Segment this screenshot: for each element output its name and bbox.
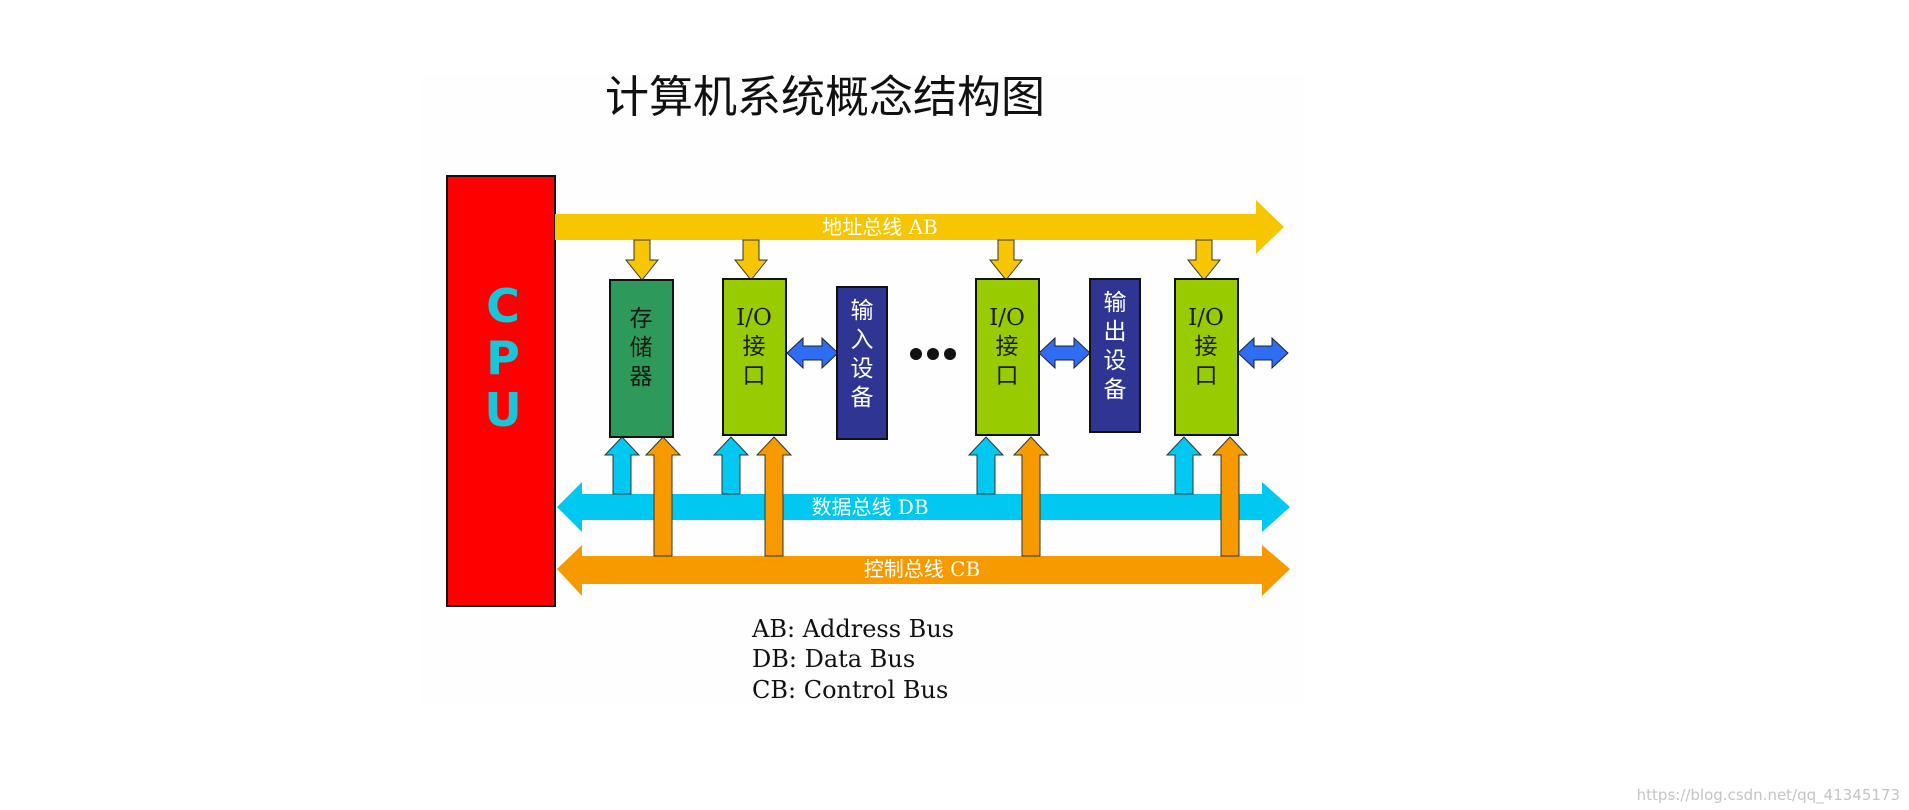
watermark: https://blog.csdn.net/qq_41345173 bbox=[1637, 786, 1900, 805]
address-down-arrow-io-3 bbox=[1186, 239, 1222, 281]
data-up-arrow-io-1 bbox=[712, 436, 750, 495]
data-up-arrow-io-2 bbox=[967, 436, 1005, 495]
io-2-label-3: 口 bbox=[996, 363, 1019, 389]
output-device-block bbox=[1089, 278, 1141, 433]
io-3-label-3: 口 bbox=[1195, 363, 1218, 389]
cpu-block bbox=[446, 175, 556, 607]
address-down-arrow-storage bbox=[624, 239, 660, 281]
io-interface-block-3 bbox=[1174, 278, 1239, 436]
legend-control-bus: CB: Control Bus bbox=[752, 676, 948, 704]
data-bus-label: 数据总线 DB bbox=[811, 495, 928, 519]
control-up-arrow-io-3 bbox=[1211, 436, 1249, 557]
address-down-arrow-io-1 bbox=[733, 239, 769, 281]
input-device-block bbox=[836, 286, 888, 440]
output-device-label-4: 备 bbox=[1104, 377, 1127, 403]
output-device-label-1: 输 bbox=[1104, 290, 1127, 316]
control-up-arrow-io-1 bbox=[755, 436, 793, 557]
control-bus-label: 控制总线 CB bbox=[864, 557, 980, 581]
io-interface-block-1 bbox=[722, 278, 787, 436]
io-1-label-3: 口 bbox=[743, 363, 766, 389]
input-device-label-4: 备 bbox=[851, 385, 874, 411]
address-bus-arrow bbox=[555, 200, 1284, 254]
diagram-title: 计算机系统概念结构图 bbox=[605, 72, 1045, 123]
storage-label-3: 器 bbox=[630, 364, 653, 390]
io-3-label-1: I/O bbox=[1188, 305, 1224, 331]
storage-block bbox=[609, 279, 674, 438]
input-device-label-3: 设 bbox=[851, 356, 874, 382]
io-2-label-1: I/O bbox=[989, 305, 1025, 331]
legend-address-bus: AB: Address Bus bbox=[751, 615, 954, 643]
cpu-letter-p: P bbox=[486, 331, 520, 385]
output-device-label-3: 设 bbox=[1104, 348, 1127, 374]
ellipsis-dot-3 bbox=[944, 348, 956, 360]
ellipsis-dot-1 bbox=[910, 348, 922, 360]
address-bus-label: 地址总线 AB bbox=[822, 215, 938, 239]
address-down-arrow-io-2 bbox=[988, 239, 1024, 281]
legend-data-bus: DB: Data Bus bbox=[752, 645, 915, 673]
io-interface-block-2 bbox=[975, 278, 1040, 436]
io-2-label-2: 接 bbox=[996, 334, 1019, 360]
input-device-label-1: 输 bbox=[851, 298, 874, 324]
control-up-arrow-storage bbox=[644, 436, 682, 557]
ellipsis-dot-2 bbox=[927, 348, 939, 360]
cpu-letter-c: C bbox=[486, 279, 520, 333]
data-up-arrow-io-3 bbox=[1165, 436, 1203, 495]
output-device-label-2: 出 bbox=[1104, 319, 1127, 345]
io-1-label-1: I/O bbox=[736, 305, 772, 331]
data-up-arrow-storage bbox=[603, 436, 641, 495]
control-bus-arrow bbox=[557, 545, 1290, 596]
input-device-label-2: 入 bbox=[851, 327, 874, 353]
cpu-letter-u: U bbox=[484, 383, 521, 437]
storage-label-1: 存 bbox=[630, 306, 653, 332]
io-link-arrow-3 bbox=[1237, 336, 1289, 370]
io-3-label-2: 接 bbox=[1195, 334, 1218, 360]
control-up-arrow-io-2 bbox=[1012, 436, 1050, 557]
storage-label-2: 储 bbox=[630, 335, 653, 361]
io-1-label-2: 接 bbox=[743, 334, 766, 360]
